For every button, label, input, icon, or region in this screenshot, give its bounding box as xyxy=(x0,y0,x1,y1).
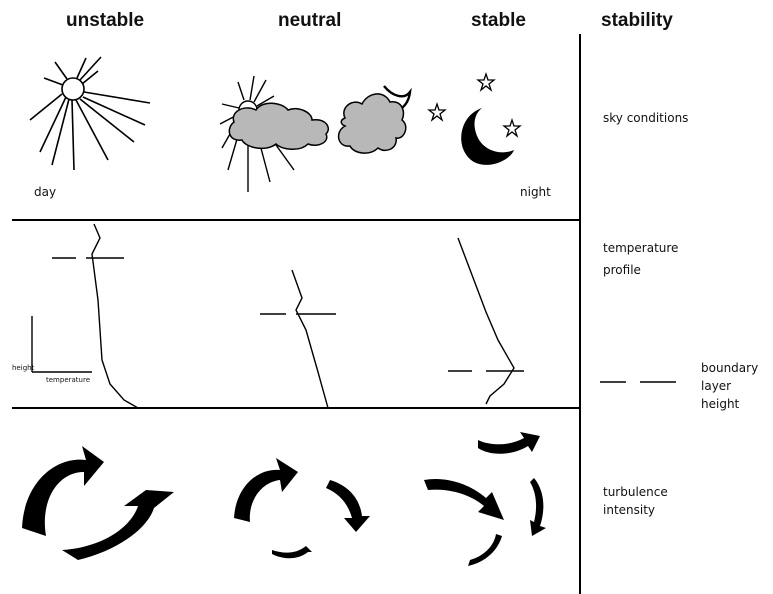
legend-layer: layer xyxy=(701,379,731,393)
row-label-intensity: intensity xyxy=(603,503,655,517)
row-label-sky-conditions: sky conditions xyxy=(603,111,688,125)
turbulence-arrow-icon xyxy=(326,480,370,532)
turbulence-arrow-icon xyxy=(468,534,502,566)
legend-boundary: boundary xyxy=(701,361,758,375)
row-label-turbulence: turbulence xyxy=(603,485,668,499)
label-day: day xyxy=(34,185,56,199)
partly-cloudy-icon xyxy=(220,76,328,192)
label-night: night xyxy=(520,185,551,199)
sun-icon xyxy=(30,57,150,170)
star-icon xyxy=(478,74,494,90)
cloud-icon xyxy=(229,103,328,149)
row-label-temperature: temperature xyxy=(603,241,678,255)
moon-icon xyxy=(461,108,514,165)
temperature-profile-stable xyxy=(458,238,514,404)
turbulence-arrow-icon xyxy=(478,432,540,454)
header-unstable: unstable xyxy=(66,10,144,31)
turbulence-arrow-icon xyxy=(424,479,504,520)
temperature-profile-unstable xyxy=(92,224,138,408)
cloud-icon xyxy=(339,94,406,153)
axis-label-temperature: temperature xyxy=(46,376,90,384)
temperature-profile-neutral xyxy=(292,270,328,408)
header-stability: stability xyxy=(601,10,673,31)
turbulence-arrow-icon xyxy=(530,478,546,536)
cloudy-night-icon xyxy=(339,86,410,153)
star-icon xyxy=(429,104,445,120)
row-label-profile: profile xyxy=(603,263,641,277)
header-stable: stable xyxy=(471,10,526,31)
turbulence-arrow-icon xyxy=(22,446,104,536)
star-icon xyxy=(504,120,520,136)
turbulence-arrow-icon xyxy=(62,490,174,560)
legend-height: height xyxy=(701,397,740,411)
axis-label-height: height xyxy=(12,364,35,372)
turbulence-arrow-icon xyxy=(272,546,312,558)
header-neutral: neutral xyxy=(278,10,341,31)
turbulence-arrow-icon xyxy=(234,458,298,522)
